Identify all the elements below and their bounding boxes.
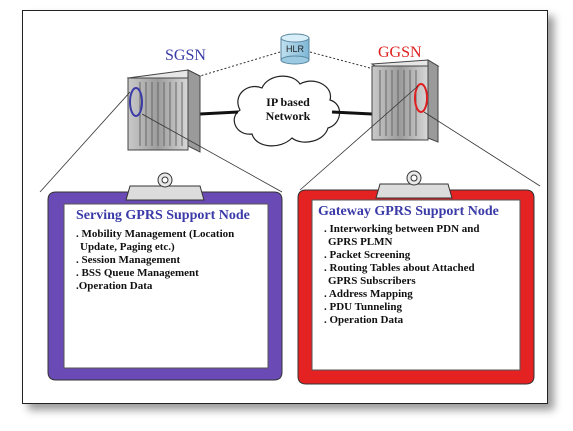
- ggsn-item: . Packet Screening: [324, 249, 411, 261]
- ggsn-clipboard: [297, 170, 535, 385]
- sgsn-item: . Session Management: [76, 254, 181, 266]
- network-label-line1: IP based: [266, 95, 310, 109]
- ggsn-item: . Address Mapping: [324, 288, 413, 300]
- network-label: IP based Network: [258, 95, 318, 123]
- sgsn-title: SGSN: [165, 47, 206, 64]
- sgsn-clipboard: [47, 172, 283, 381]
- ip-network-cloud: [233, 75, 341, 147]
- sgsn-board-title: Serving GPRS Support Node: [76, 208, 250, 223]
- ggsn-item: GPRS PLMN: [328, 236, 393, 248]
- ggsn-title: GGSN: [378, 44, 422, 61]
- ggsn-item: . Interworking between PDN and: [324, 223, 480, 235]
- ggsn-board-title: Gateway GPRS Support Node: [318, 204, 499, 219]
- hlr-label: HLR: [285, 44, 304, 54]
- sgsn-rack-icon: [126, 69, 202, 153]
- ggsn-item: . Routing Tables about Attached: [324, 262, 475, 274]
- sgsn-item: .Operation Data: [76, 280, 153, 292]
- ggsn-item: GPRS Subscribers: [328, 275, 416, 287]
- sgsn-network-link: [199, 110, 239, 116]
- ggsn-rack-icon: [370, 59, 440, 143]
- ggsn-item: . Operation Data: [324, 314, 404, 326]
- ggsn-item: . PDU Tunneling: [324, 301, 402, 313]
- sgsn-item: Update, Paging etc.): [80, 241, 175, 253]
- sgsn-item: . BSS Queue Management: [76, 267, 199, 279]
- sgsn-item: . Mobility Management (Location: [76, 228, 235, 240]
- hlr-database-icon: [280, 33, 310, 65]
- network-ggsn-link: [331, 110, 373, 116]
- network-label-line2: Network: [265, 109, 311, 123]
